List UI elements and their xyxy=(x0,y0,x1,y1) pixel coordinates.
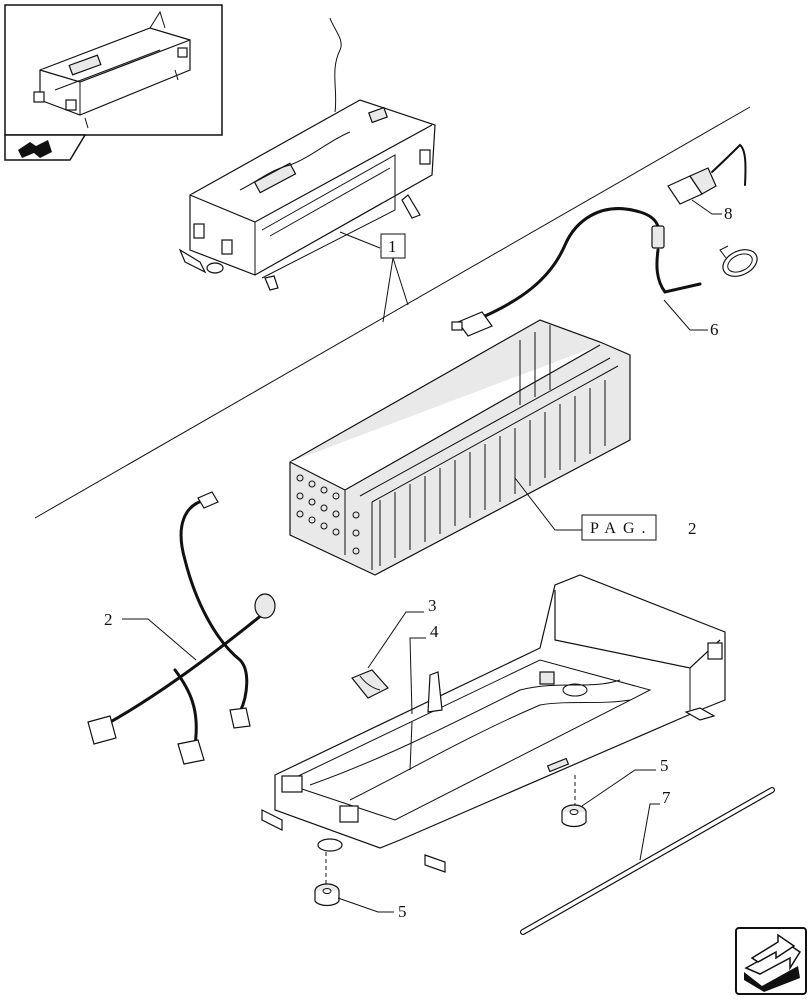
part-2-wiring-harness[interactable] xyxy=(87,491,276,765)
callout-2[interactable]: 2 xyxy=(104,610,197,661)
inset-arrow-icon xyxy=(4,134,87,161)
part-5-mount-left[interactable] xyxy=(314,852,340,907)
callout-6-label: 6 xyxy=(710,320,719,339)
callout-5-bottom[interactable]: 5 xyxy=(337,897,407,921)
callout-3[interactable]: 3 xyxy=(367,596,437,669)
callout-5-top[interactable]: 5 xyxy=(581,756,669,807)
next-page-button[interactable] xyxy=(735,927,807,995)
next-page-arrow-icon xyxy=(744,933,802,992)
callout-5-top-label: 5 xyxy=(660,756,669,775)
callout-1[interactable]: 1 xyxy=(339,231,409,323)
heater-core[interactable] xyxy=(289,319,631,576)
page-ref-label: PAG. xyxy=(590,520,653,537)
section-divider xyxy=(34,106,751,519)
part-5-mount-right[interactable] xyxy=(561,775,587,828)
heater-core-fins xyxy=(379,325,606,566)
part-1-assembly[interactable] xyxy=(178,17,436,291)
callout-8[interactable]: 8 xyxy=(691,199,733,223)
callout-4-label: 4 xyxy=(430,622,439,641)
callout-7[interactable]: 7 xyxy=(639,788,671,861)
part-6-sensor-wire[interactable] xyxy=(451,207,702,337)
callout-4[interactable]: 4 xyxy=(409,622,439,715)
inset-thumbnail[interactable] xyxy=(4,4,223,161)
callout-7-label: 7 xyxy=(662,788,671,807)
callout-1-label: 1 xyxy=(388,237,397,256)
callout-page-ref[interactable]: PAG. 2 xyxy=(514,477,697,541)
part-7-rod[interactable] xyxy=(520,787,775,935)
part-3-clip[interactable] xyxy=(351,669,389,699)
page-ref-number: 2 xyxy=(688,519,697,538)
callout-3-label: 3 xyxy=(428,596,437,615)
callout-5-bottom-label: 5 xyxy=(398,902,407,921)
part-8-connector[interactable] xyxy=(667,143,747,205)
heater-core-tubes xyxy=(296,474,360,555)
callout-6[interactable]: 6 xyxy=(663,299,719,339)
assembly-thumbnail-icon xyxy=(33,10,191,129)
part-4-housing[interactable] xyxy=(261,574,726,873)
hose-clamp[interactable] xyxy=(719,245,762,282)
callout-2-label: 2 xyxy=(104,610,113,629)
callout-8-label: 8 xyxy=(724,204,733,223)
